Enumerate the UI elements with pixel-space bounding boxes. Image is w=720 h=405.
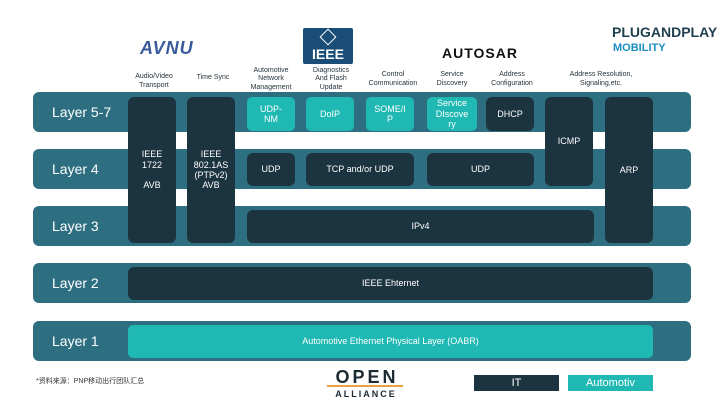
pnp-logo-line2: MOBILITY xyxy=(613,42,666,54)
layer-4-label: Layer 4 xyxy=(52,161,99,177)
col-title-time-sync: Time Sync xyxy=(196,73,230,81)
legend-it: IT xyxy=(474,375,559,391)
physical-layer-box: Automotive Ethernet Physical Layer (OABR… xyxy=(128,325,653,358)
arp-box: ARP xyxy=(605,97,653,243)
col-title-av-transport: Audio/Video Transport xyxy=(135,73,173,89)
service-discovery-box: Service DIscove ry xyxy=(427,97,477,131)
ieee-logo: IEEE xyxy=(303,28,353,64)
icmp-box: ICMP xyxy=(545,97,593,186)
col-title-control: Control Communication xyxy=(368,71,418,87)
avb-transport-box: IEEE 1722 AVB xyxy=(128,97,176,243)
layer-5-7-label: Layer 5-7 xyxy=(52,104,112,120)
pnp-logo-line1: PLUGANDPLAY xyxy=(612,24,718,40)
col-title-service-discovery: Service Discovery xyxy=(436,71,468,87)
open-alliance-logo-mark xyxy=(327,385,403,387)
layer-2-label: Layer 2 xyxy=(52,275,99,291)
udp-box-2: UDP xyxy=(427,153,534,186)
source-footnote: *资料来源：PNP移动出行团队汇总 xyxy=(36,378,145,385)
open-alliance-logo-line1: OPEN xyxy=(335,367,399,387)
doip-box: DoIP xyxy=(306,97,354,131)
col-title-diagnostics: Diagnostics And Flash Update xyxy=(312,66,350,91)
layer-1-label: Layer 1 xyxy=(52,333,99,349)
legend-automotive: Automotiv xyxy=(568,375,653,391)
someip-box: SOME/I P xyxy=(366,97,414,131)
tcp-udp-box: TCP and/or UDP xyxy=(306,153,414,186)
open-alliance-logo-line2: ALLIANCE xyxy=(335,389,397,399)
udp-box-1: UDP xyxy=(247,153,295,186)
col-title-address-config: Address Configuration xyxy=(491,71,533,87)
layer-3-label: Layer 3 xyxy=(52,218,99,234)
udp-nm-box: UDP- NM xyxy=(247,97,295,131)
ethernet-box: IEEE Ehternet xyxy=(128,267,653,300)
ptp-time-sync-box: IEEE 802.1AS (PTPv2) AVB xyxy=(187,97,235,243)
avnu-logo: AVNU xyxy=(140,38,194,58)
ieee-logo-mark xyxy=(319,28,337,46)
ipv4-box: IPv4 xyxy=(247,210,594,243)
ieee-logo-text: IEEE xyxy=(312,46,344,62)
col-title-address-resolution: Address Resolution, Signaling,etc. xyxy=(569,71,633,87)
col-title-network-mgmt: Automotive Network Management xyxy=(250,66,292,91)
autosar-logo: AUTOSAR xyxy=(442,45,518,61)
dhcp-box: DHCP xyxy=(486,97,534,131)
